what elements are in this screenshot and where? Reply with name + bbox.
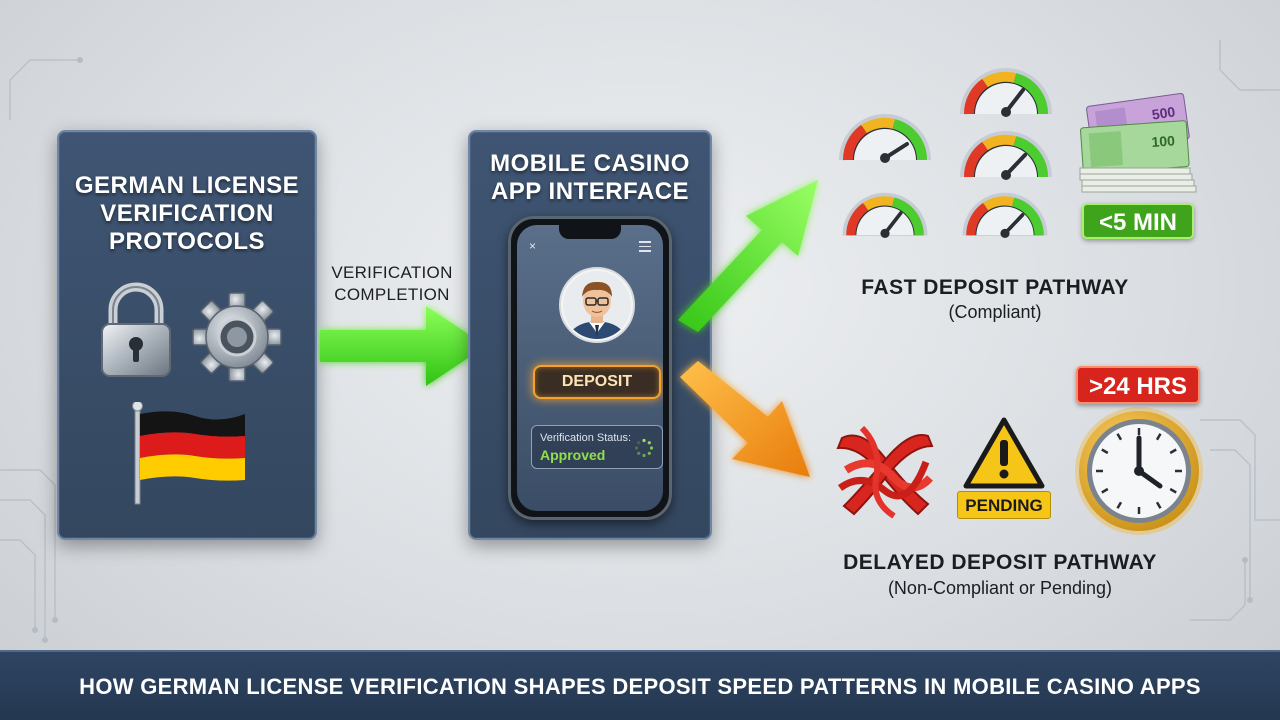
verification-status-box: Verification Status: Approved	[531, 425, 663, 469]
mobile-app-panel: MOBILE CASINO APP INTERFACE ×	[468, 130, 712, 540]
german-flag-icon	[132, 402, 245, 505]
loading-spinner-icon	[634, 438, 654, 458]
panel-title: GERMAN LICENSE VERIFICATION PROTOCOLS	[59, 172, 315, 256]
slow-path-subtitle: (Non-Compliant or Pending)	[887, 578, 1113, 598]
title-line: MOBILE CASINO	[490, 150, 690, 177]
slow-path-arrow	[680, 361, 810, 477]
phone-screen: × DEPOSIT	[517, 225, 663, 511]
speedometer-icon	[839, 114, 931, 163]
footer-banner: HOW GERMAN LICENSE VERIFICATION SHAPES D…	[0, 650, 1280, 720]
completion-arrow	[320, 306, 486, 386]
close-icon[interactable]: ×	[529, 239, 537, 253]
phone-notch	[559, 225, 621, 239]
speedometer-icon	[960, 68, 1052, 117]
svg-text:100: 100	[1151, 132, 1176, 150]
svg-text:500: 500	[1151, 103, 1177, 122]
deposit-button[interactable]: DEPOSIT	[533, 365, 661, 399]
menu-icon[interactable]	[639, 241, 651, 255]
fast-time-badge: <5 MIN	[1082, 203, 1194, 239]
label-line: VERIFICATION	[331, 263, 453, 282]
title-line: PROTOCOLS	[108, 228, 266, 255]
warning-triangle-icon	[963, 417, 1045, 489]
title-line: APP INTERFACE	[490, 178, 690, 205]
footer-caption: HOW GERMAN LICENSE VERIFICATION SHAPES D…	[79, 674, 1201, 699]
speedometer-icon	[960, 131, 1052, 180]
license-protocols-panel: GERMAN LICENSE VERIFICATION PROTOCOLS	[57, 130, 317, 540]
slow-time-badge: >24 HRS	[1076, 366, 1200, 404]
title-line: GERMAN LICENSE	[74, 172, 300, 199]
speedometer-icon	[842, 192, 928, 238]
tangled-x-icon	[836, 425, 934, 519]
verification-completion-label: VERIFICATION COMPLETION	[322, 262, 462, 306]
fast-path-title: FAST DEPOSIT PATHWAY	[861, 276, 1129, 299]
speedometer-icon	[962, 192, 1048, 238]
slow-path-title: DELAYED DEPOSIT PATHWAY	[843, 551, 1157, 574]
smartphone: × DEPOSIT	[508, 216, 672, 520]
pending-badge: PENDING	[957, 491, 1051, 519]
panel-title: MOBILE CASINO APP INTERFACE	[470, 150, 710, 206]
gear-icon	[192, 292, 282, 382]
fast-path-subtitle: (Compliant)	[948, 302, 1042, 322]
avatar	[559, 267, 635, 343]
status-label: Verification Status:	[540, 432, 632, 444]
padlock-icon	[101, 282, 171, 377]
fast-path-arrow	[678, 180, 818, 332]
label-line: COMPLETION	[334, 285, 450, 304]
title-line: VERIFICATION	[100, 200, 274, 227]
status-value: Approved	[540, 447, 606, 463]
euro-banknotes-icon: 500 100	[1079, 92, 1197, 193]
clock-icon	[1075, 407, 1203, 535]
